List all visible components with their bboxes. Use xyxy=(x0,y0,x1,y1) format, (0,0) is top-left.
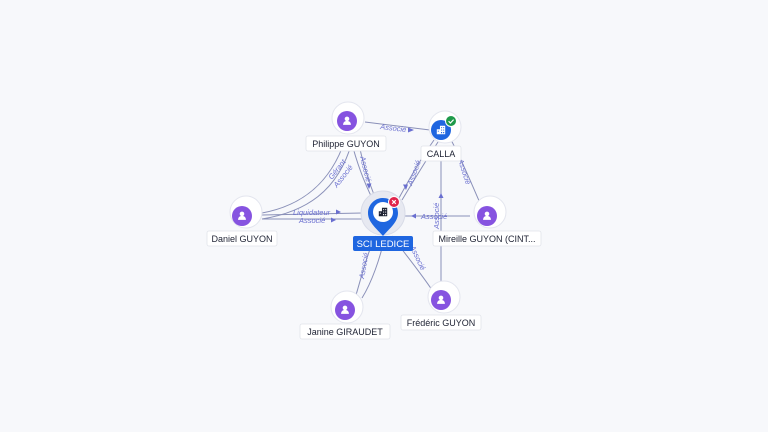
edge-arrow xyxy=(336,209,341,215)
name-box xyxy=(432,230,542,247)
node-calla[interactable]: CALLA xyxy=(420,110,462,162)
check-icon xyxy=(445,115,457,127)
main-node-label: SCI LEDICE xyxy=(357,239,410,250)
main-name-box xyxy=(353,236,413,251)
edge-label-mireille-sci: Associé xyxy=(420,212,447,221)
node-daniel-guyon[interactable]: Daniel GUYON xyxy=(206,195,278,247)
edge-mireille-calla xyxy=(449,137,481,204)
edge-arrow xyxy=(366,183,372,189)
node-label: Daniel GUYON xyxy=(211,234,272,244)
edge-arrow xyxy=(331,217,336,223)
name-box xyxy=(305,135,387,152)
edge-label-philippe-calla: Associé xyxy=(379,122,407,134)
node-label: Janine GIRAUDET xyxy=(307,327,383,337)
edge-arrow xyxy=(408,127,414,133)
node-mireille-guyon[interactable]: Mireille GUYON (CINT... xyxy=(432,195,542,247)
check-mark xyxy=(448,119,455,124)
close-mark xyxy=(391,199,397,205)
node-label: Mireille GUYON (CINT... xyxy=(438,234,535,244)
node-janine-giraudet[interactable]: Janine GIRAUDET xyxy=(299,290,391,340)
node-label: Frédéric GUYON xyxy=(407,318,476,328)
node-label: Philippe GUYON xyxy=(312,139,380,149)
edge-arrow xyxy=(438,193,444,198)
edge-philippe-calla xyxy=(364,121,431,131)
name-box xyxy=(299,323,391,340)
edge-label-daniel-sci: Associé xyxy=(298,216,325,225)
edge-calla-sci xyxy=(398,139,435,199)
node-label: CALLA xyxy=(427,149,456,159)
edge-arrow xyxy=(411,213,416,219)
edge-label-calla-sci: Associé xyxy=(405,159,423,188)
edge-daniel-sci xyxy=(261,212,363,216)
node-sci-ledice[interactable]: SCI LEDICE xyxy=(353,190,413,251)
edge-daniel-philippe xyxy=(261,139,346,214)
node-frederic-guyon[interactable]: Frédéric GUYON xyxy=(400,280,482,331)
edge-label-janine-sci: Associé xyxy=(357,252,371,280)
name-box xyxy=(206,230,278,247)
node-philippe-guyon[interactable]: Philippe GUYON xyxy=(305,101,387,152)
edge-daniel-philippe xyxy=(261,141,353,220)
edge-label-daniel-sci: Liquidateur xyxy=(293,208,331,217)
edge-arrow xyxy=(403,184,408,190)
name-box xyxy=(400,314,482,331)
name-box xyxy=(420,145,462,162)
